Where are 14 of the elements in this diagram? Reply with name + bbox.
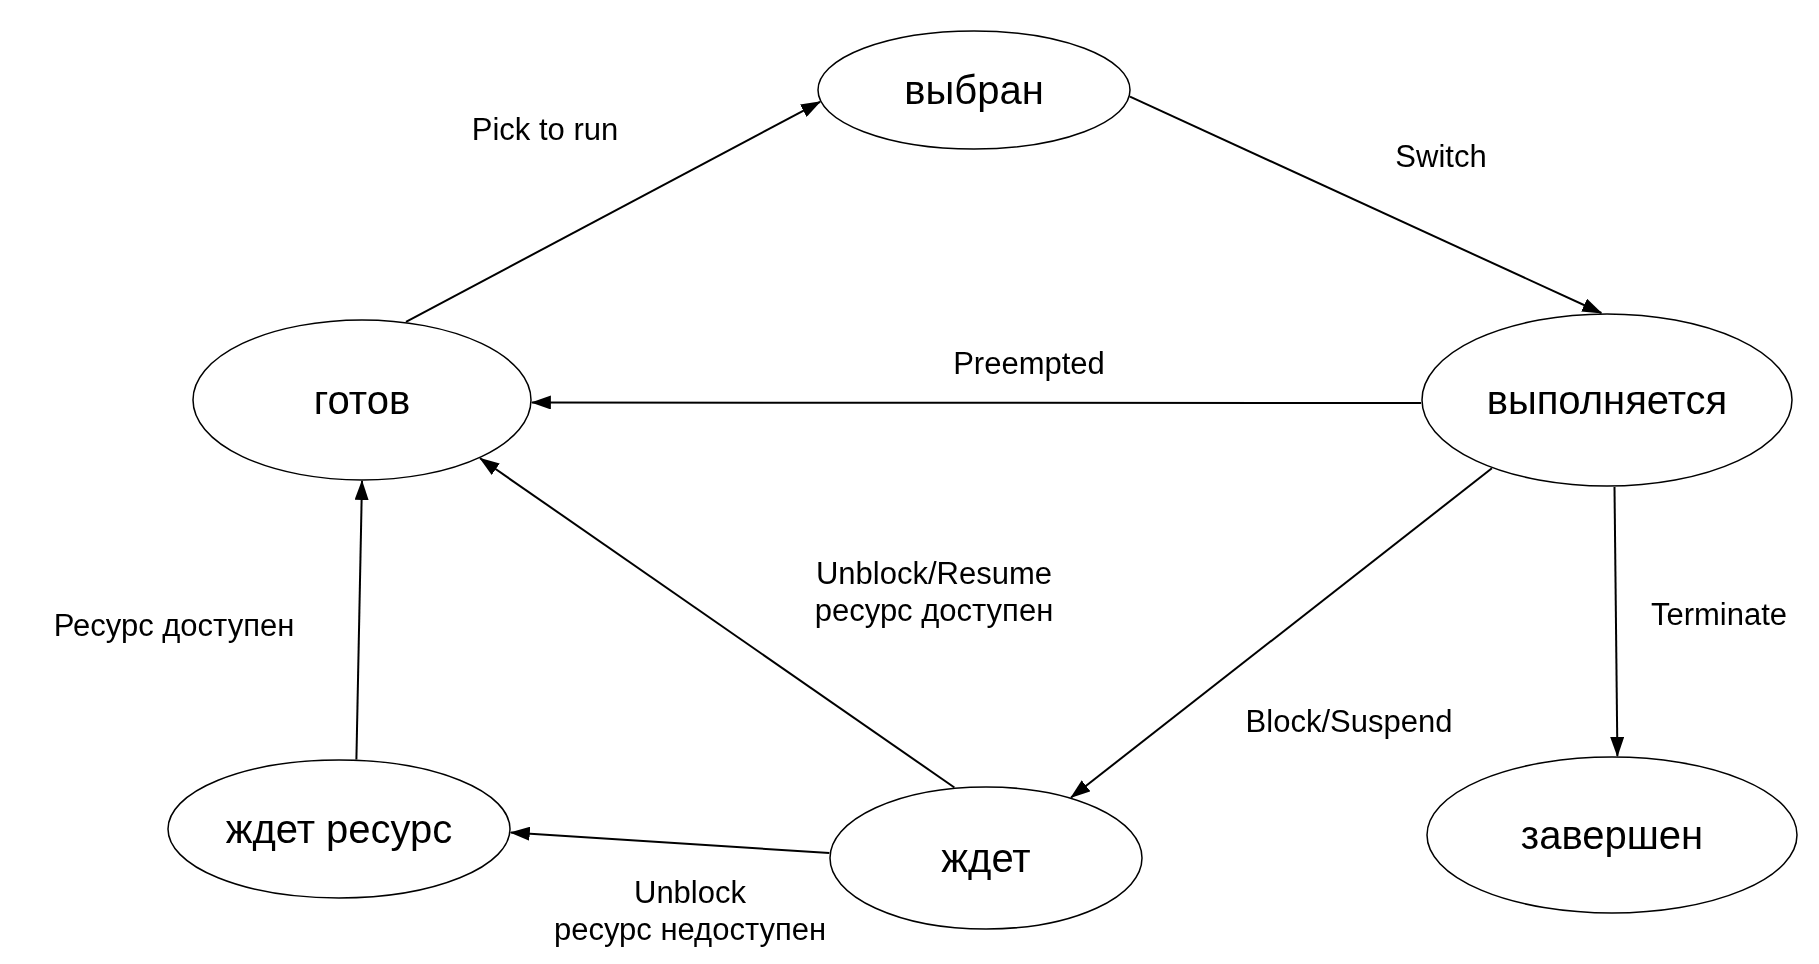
state-label: выбран: [904, 67, 1044, 113]
transition-arrow: [1070, 467, 1493, 799]
state-label: ждет ресурс: [225, 806, 453, 852]
transition-arrow: [354, 480, 369, 761]
state-label: готов: [313, 377, 411, 423]
transition-arrow: [530, 395, 1423, 410]
transition-arrow: [405, 100, 822, 323]
state-label: выполняется: [1486, 377, 1728, 423]
transition-arrow: [1610, 485, 1625, 757]
state-label: завершен: [1520, 812, 1704, 858]
transition-arrow: [509, 826, 831, 854]
transition-arrow: [479, 457, 956, 789]
transition-arrow: [1129, 95, 1603, 314]
state-label: ждет: [941, 835, 1031, 881]
